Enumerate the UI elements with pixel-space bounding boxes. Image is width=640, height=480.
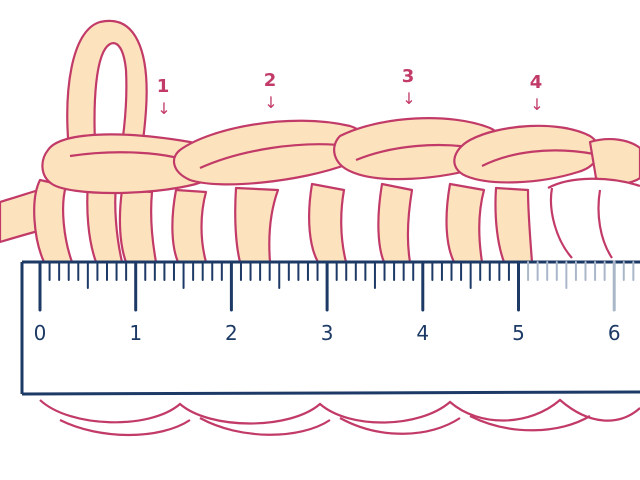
stitch-number-label: 4 (530, 72, 543, 93)
stitch-number-label: 2 (264, 70, 277, 91)
ruler-number: 3 (321, 321, 334, 345)
next-stitch-outline (547, 177, 640, 259)
ruler-number: 6 (608, 321, 621, 345)
down-arrow-icon: ↓ (264, 93, 277, 112)
stitch-number-label: 1 (157, 76, 170, 97)
ruler: 0 1 2 3 4 5 6 (20, 260, 640, 396)
ruler-number: 4 (416, 321, 429, 345)
top-chain (41, 117, 640, 195)
down-arrow-icon: ↓ (402, 89, 415, 108)
ruler-numbers: 0 1 2 3 4 5 6 (34, 321, 621, 345)
down-arrow-icon: ↓ (157, 99, 170, 118)
ruler-number: 1 (129, 321, 142, 345)
ruler-body (22, 262, 640, 394)
foundation-chain (39, 398, 640, 437)
stitch-number-label: 3 (402, 66, 415, 87)
stitch-labels: 1 ↓ 2 ↓ 3 ↓ 4 ↓ (157, 66, 544, 118)
down-arrow-icon: ↓ (530, 95, 543, 114)
ruler-number: 2 (225, 321, 238, 345)
ruler-bottom-edge (21, 390, 640, 396)
ruler-number: 5 (512, 321, 525, 345)
ruler-number: 0 (34, 321, 47, 345)
ruler-ticks (38, 260, 635, 312)
